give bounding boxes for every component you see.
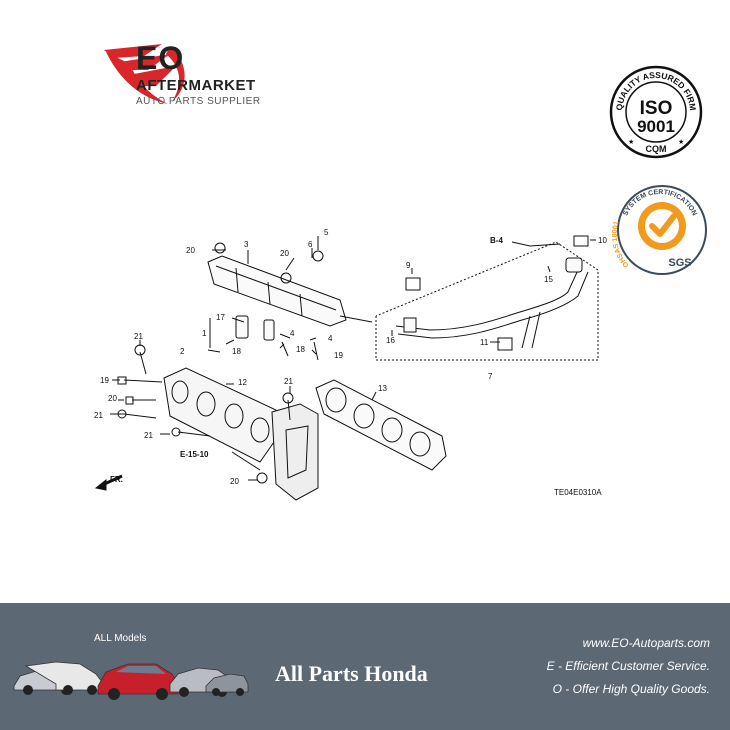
callout-3: 3	[244, 240, 249, 249]
callout-15: 16	[386, 336, 395, 345]
callout-12: 12	[238, 378, 247, 387]
callout-21c: 21	[144, 431, 153, 440]
callout-20b: 20	[280, 249, 289, 258]
iso-9001-seal: QUALITY ASSURED FIRM ISO 9001 CQM ★ ★	[609, 65, 703, 159]
callout-1: 1	[202, 329, 207, 338]
fuel-rail	[207, 255, 373, 327]
check-icon	[649, 213, 677, 237]
callout-18b: 19	[334, 351, 343, 360]
callout-21d: 21	[284, 377, 293, 386]
sgs-mark: SGS	[668, 257, 691, 269]
eo-logo-icon	[104, 44, 185, 104]
iso-number: 9001	[637, 117, 675, 136]
callout-14: 15	[544, 275, 553, 284]
iso-mark: CQM	[646, 144, 667, 154]
diagram-code: TE04E0310A	[554, 488, 602, 497]
brand-name: EO	[136, 40, 185, 76]
callout-21: 21	[134, 332, 143, 341]
footer-title: All Parts Honda	[275, 661, 428, 686]
models-label: ALL Models	[94, 633, 147, 644]
callout-19b: 20	[108, 394, 117, 403]
fuel-injectors	[235, 315, 319, 361]
callout-4: 4	[290, 329, 295, 338]
fr-label: FR.	[110, 475, 123, 484]
callout-2: 2	[180, 347, 185, 356]
callout-18: 18	[296, 345, 305, 354]
ref-e1510: E-15-10	[180, 450, 209, 459]
callout-19: 19	[100, 376, 109, 385]
fuel-hose	[395, 257, 589, 349]
callout-6: 6	[308, 240, 313, 249]
manifold-gasket	[315, 379, 447, 471]
brand-subtitle: AUTO PARTS SUPPLIER	[136, 96, 261, 107]
website-link[interactable]: www.EO-Autoparts.com	[582, 636, 710, 650]
car-lineup-icon	[13, 661, 249, 700]
bolts	[117, 235, 589, 484]
callout-20c: 20	[230, 477, 239, 486]
ref-b4: B-4	[490, 236, 503, 245]
callout-13: 13	[378, 384, 387, 393]
callout-4b: 4	[328, 334, 333, 343]
brand-tagline: AFTERMARKET	[136, 77, 256, 94]
callout-10: 10	[598, 236, 607, 245]
intake-manifold	[163, 367, 319, 501]
callout-20: 20	[186, 246, 195, 255]
callout-17: 18	[232, 347, 241, 356]
callout-21b: 21	[94, 411, 103, 420]
tagline-efficient: E - Efficient Customer Service.	[546, 659, 710, 673]
callout-7: 7	[488, 372, 493, 381]
callout-9: 9	[406, 261, 411, 270]
tagline-quality: O - Offer High Quality Goods.	[552, 682, 710, 696]
iso-label: ISO	[640, 98, 673, 119]
svg-text:★: ★	[678, 138, 684, 146]
callout-16: 17	[216, 313, 225, 322]
svg-text:★: ★	[628, 138, 634, 146]
callout-11: 11	[480, 338, 489, 347]
sgs-ohsas-seal: SYSTEM CERTIFICATION OHSAS 18001 SGS	[612, 185, 707, 275]
callout-5: 5	[324, 228, 329, 237]
parts-diagram: 20 3 5 6 20 9 B-4 10 15 16 11 7 17 1 2 1…	[94, 228, 607, 501]
